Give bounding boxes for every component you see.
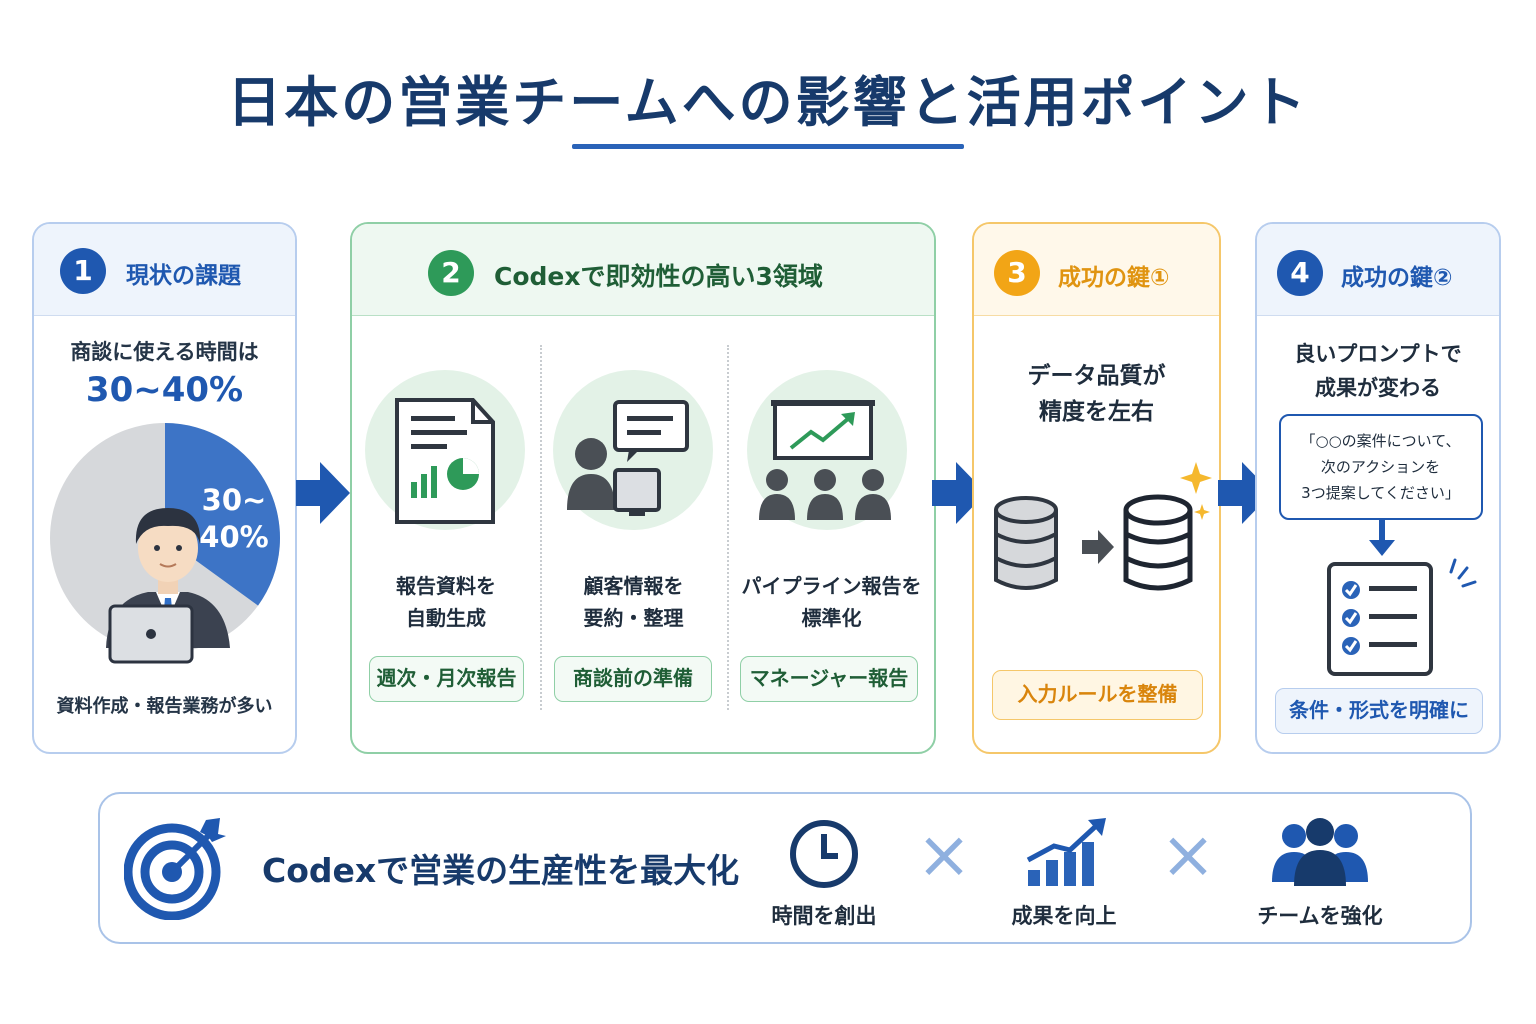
prompt-example-line3: 3つ提案してください」 (1301, 484, 1460, 502)
time-pie-chart: 30~ 40% (50, 423, 280, 664)
prompt-line2: 成果が変わる (1315, 376, 1441, 400)
customer-info-icon (553, 370, 713, 530)
report-document-icon (365, 370, 525, 530)
benefit-team: チームを強化 (1257, 904, 1383, 928)
team-icon (1272, 818, 1368, 886)
time-caption: 商談に使える時間は (70, 340, 259, 364)
card-header: 2 Codexで即効性の高い3領域 (352, 224, 934, 316)
flow-arrow-2-icon (932, 462, 986, 524)
prompt-example-line1: 「○○の案件について、 (1300, 432, 1461, 450)
pie-label-top: 30~ (202, 483, 267, 517)
prompt-rule-tag: 条件・形式を明確に (1275, 688, 1483, 734)
database-improvement-icon (994, 462, 1212, 591)
card-title: 成功の鍵① (1058, 265, 1170, 291)
checklist-icon (1327, 520, 1477, 676)
step-number-badge: 2 (428, 250, 474, 296)
area-3-line2: 標準化 (801, 606, 862, 630)
page-title: 日本の営業チームへの影響と活用ポイント (227, 71, 1309, 134)
area-3-line1: パイプライン報告を (741, 574, 922, 598)
pipeline-presentation-icon (747, 370, 907, 530)
businessman-icon (106, 508, 230, 664)
card-header: 3 成功の鍵① (974, 224, 1219, 316)
area-2-line1: 顧客情報を (583, 574, 684, 598)
benefit-results: 成果を向上 (1011, 904, 1117, 928)
flow-arrow-3-icon (1218, 462, 1272, 524)
card-title: 現状の課題 (126, 263, 241, 289)
area-1-tag: 週次・月次報告 (369, 656, 524, 702)
target-icon (124, 818, 226, 920)
workload-note: 資料作成・報告業務が多い (56, 696, 273, 717)
area-1-line2: 自動生成 (406, 606, 486, 630)
pie-slice-meetings (165, 423, 280, 606)
data-quality-line1: データ品質が (1027, 363, 1166, 389)
clock-icon (790, 820, 858, 888)
growth-chart-icon (1026, 818, 1106, 886)
area-2-tag: 商談前の準備 (554, 656, 712, 702)
card-current-issues: 1 現状の課題 商談に使える時間は 30~40% 30~ 40% 資料作成・報告… (32, 222, 297, 754)
area-3-tag: マネージャー報告 (740, 656, 918, 702)
step-number-badge: 3 (994, 250, 1040, 296)
card-key-prompt: 4 成功の鍵② 良いプロンプトで 成果が変わる 「○○の案件について、 次のアク… (1255, 222, 1501, 754)
flow-arrow-1-icon (296, 462, 350, 524)
step-number-badge: 1 (60, 248, 106, 294)
title-underline (572, 144, 964, 149)
area-2-line2: 要約・整理 (583, 606, 684, 630)
divider (540, 345, 542, 710)
pie-label-bottom: 40% (199, 520, 268, 554)
benefit-time: 時間を創出 (771, 904, 877, 928)
time-percentage: 30~40% (85, 370, 244, 410)
multiply-sign: × (916, 816, 972, 893)
divider (727, 345, 729, 710)
multiply-sign: × (1160, 816, 1216, 893)
summary-banner: Codexで営業の生産性を最大化 時間を創出 × 成果を向上 × チームを強化 (98, 792, 1472, 944)
prompt-line1: 良いプロンプトで (1294, 342, 1462, 366)
card-title: Codexで即効性の高い3領域 (494, 262, 823, 291)
card-header: 4 成功の鍵② (1257, 224, 1499, 316)
prompt-example-box: 「○○の案件について、 次のアクションを 3つ提案してください」 (1279, 414, 1483, 520)
card-key-data-quality: 3 成功の鍵① データ品質が 精度を左右 入力ルールを整備 (972, 222, 1221, 754)
data-quality-line2: 精度を左右 (1039, 399, 1154, 425)
summary-headline: Codexで営業の生産性を最大化 (262, 851, 740, 890)
step-number-badge: 4 (1277, 250, 1323, 296)
prompt-example-line2: 次のアクションを (1320, 458, 1441, 476)
card-header: 1 現状の課題 (34, 224, 295, 316)
card-title: 成功の鍵② (1341, 265, 1453, 291)
area-1-line1: 報告資料を (396, 574, 496, 598)
data-rule-tag: 入力ルールを整備 (992, 670, 1203, 720)
